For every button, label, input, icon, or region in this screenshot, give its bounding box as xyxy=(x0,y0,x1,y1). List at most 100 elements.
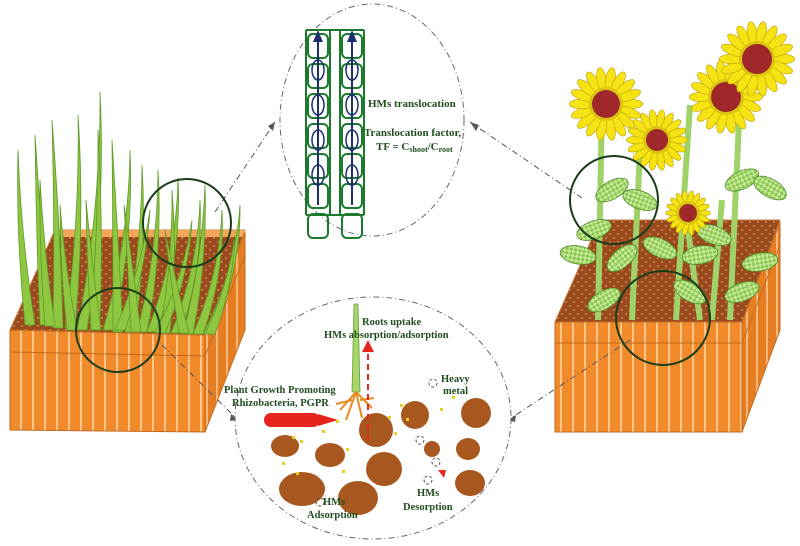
sunflower-center xyxy=(646,129,668,151)
soil-particle xyxy=(401,401,429,429)
sunflower-center xyxy=(742,44,772,74)
adsorption-label-line1: HMs xyxy=(323,497,345,508)
metal-dot xyxy=(282,462,285,465)
sunflower-leaf xyxy=(606,244,638,272)
connector-arrowhead xyxy=(268,122,275,131)
heavy-metal-ion-icon xyxy=(415,435,425,445)
tf-formula: TF = Cshoot/Croot xyxy=(376,141,453,154)
arrowhead-icon xyxy=(313,30,323,42)
sunflower-stem-zoom-circle xyxy=(569,155,659,245)
pgpr-label-line2: Rhizobacteria, PGPR xyxy=(232,398,329,409)
root-hair xyxy=(355,391,363,419)
heavy-metal-ion-icon xyxy=(315,497,325,507)
metal-dot xyxy=(388,416,391,419)
grass-blade xyxy=(64,114,82,329)
sunflower-leaf xyxy=(741,252,779,272)
sunflower-leaf xyxy=(595,177,629,203)
tf-label-line1: Translocation factor, xyxy=(364,127,461,139)
soil-particle xyxy=(338,481,378,515)
sunflower-center xyxy=(711,82,741,112)
soil-particle xyxy=(366,452,402,486)
sunflower-leaf xyxy=(681,245,719,265)
sunflower-stem xyxy=(709,199,725,321)
sunflower-head xyxy=(568,67,644,141)
sunflower-leaf xyxy=(753,175,787,201)
uptake-label-line1: Roots uptake xyxy=(362,317,422,328)
grass-blades xyxy=(17,91,241,335)
grass-root-zoom-circle xyxy=(75,287,161,373)
arrowhead-icon xyxy=(318,414,338,426)
xylem-vessels xyxy=(305,29,365,239)
pgpr-label-line1: Plant Growth Promoting xyxy=(224,385,336,396)
sunflower-leaf xyxy=(576,219,612,241)
grass-blade xyxy=(192,209,223,335)
arrowhead-icon xyxy=(347,30,357,42)
sunflower-head xyxy=(688,60,764,134)
sunflower-head xyxy=(626,109,688,171)
soil-particle xyxy=(359,413,393,447)
heavy-metal-label-line2: metal xyxy=(443,386,468,397)
metal-dot xyxy=(452,396,455,399)
grass-blade xyxy=(123,204,142,333)
vessel-pit xyxy=(311,59,325,81)
vessel-pit xyxy=(311,164,325,186)
sunflower-stem xyxy=(629,149,643,321)
root-stem xyxy=(351,303,361,393)
soil-particle xyxy=(315,443,345,467)
grass-blade xyxy=(85,199,102,331)
grass-blade xyxy=(111,139,124,333)
grass-blade xyxy=(51,119,64,329)
soil-particle xyxy=(456,438,480,460)
grass-blade xyxy=(59,204,78,331)
grass-blade xyxy=(204,234,236,335)
rhizosphere-scene xyxy=(264,303,491,515)
grass-blade xyxy=(164,229,190,334)
desorption-label-line2: Desorption xyxy=(403,502,453,513)
grass-stem-zoom-circle xyxy=(142,178,232,268)
sunflower-root-zoom-circle xyxy=(615,270,711,366)
arrowhead-icon xyxy=(362,340,374,352)
vessel-pit xyxy=(345,94,359,116)
metal-dot xyxy=(322,430,325,433)
sunflower-leaf xyxy=(724,281,760,303)
heavy-metal-ion-icon xyxy=(428,378,438,388)
soil-particle xyxy=(271,435,299,457)
soil-particle xyxy=(455,470,485,496)
adsorption-label-line2: Adsorption xyxy=(307,510,358,521)
metal-dot xyxy=(292,436,295,439)
desorption-arrow-icon xyxy=(438,470,446,478)
sunflower-center xyxy=(679,204,697,222)
sunflower-head xyxy=(718,21,796,97)
sunflower-plants xyxy=(559,21,796,321)
dashed-connectors xyxy=(161,121,631,421)
grass-blade xyxy=(182,184,206,335)
heavy-metal-ion-icon xyxy=(431,457,441,467)
soil-particle xyxy=(461,398,491,428)
connector-arrowhead xyxy=(470,122,479,131)
heavy-metal-ion-icon xyxy=(423,475,433,485)
vessel-pit xyxy=(345,164,359,186)
translocation-label: HMs translocation xyxy=(368,98,456,110)
desorption-label-line1: HMs xyxy=(417,488,439,499)
metal-dot xyxy=(346,448,349,451)
bacteria-icon xyxy=(264,413,320,427)
vessel-pit xyxy=(345,129,359,151)
metal-dot xyxy=(406,418,409,421)
grass-blade xyxy=(39,179,56,327)
uptake-label-line2: HMs absorption/adsorption xyxy=(324,330,449,341)
sunflower-stem xyxy=(595,104,605,321)
vessel-pit xyxy=(311,94,325,116)
soil-particle xyxy=(279,472,325,506)
root-hair xyxy=(345,391,357,421)
sunflower-leaf xyxy=(724,168,760,192)
sunflower-leaf xyxy=(642,236,678,260)
soil-particle xyxy=(424,441,440,457)
grass-blade xyxy=(136,169,160,333)
metal-dot xyxy=(400,404,403,407)
sunflower-head xyxy=(665,190,711,236)
grass-blade xyxy=(89,129,102,331)
root-hair xyxy=(335,399,353,405)
metal-dot xyxy=(440,408,443,411)
vessel-pit xyxy=(311,129,325,151)
